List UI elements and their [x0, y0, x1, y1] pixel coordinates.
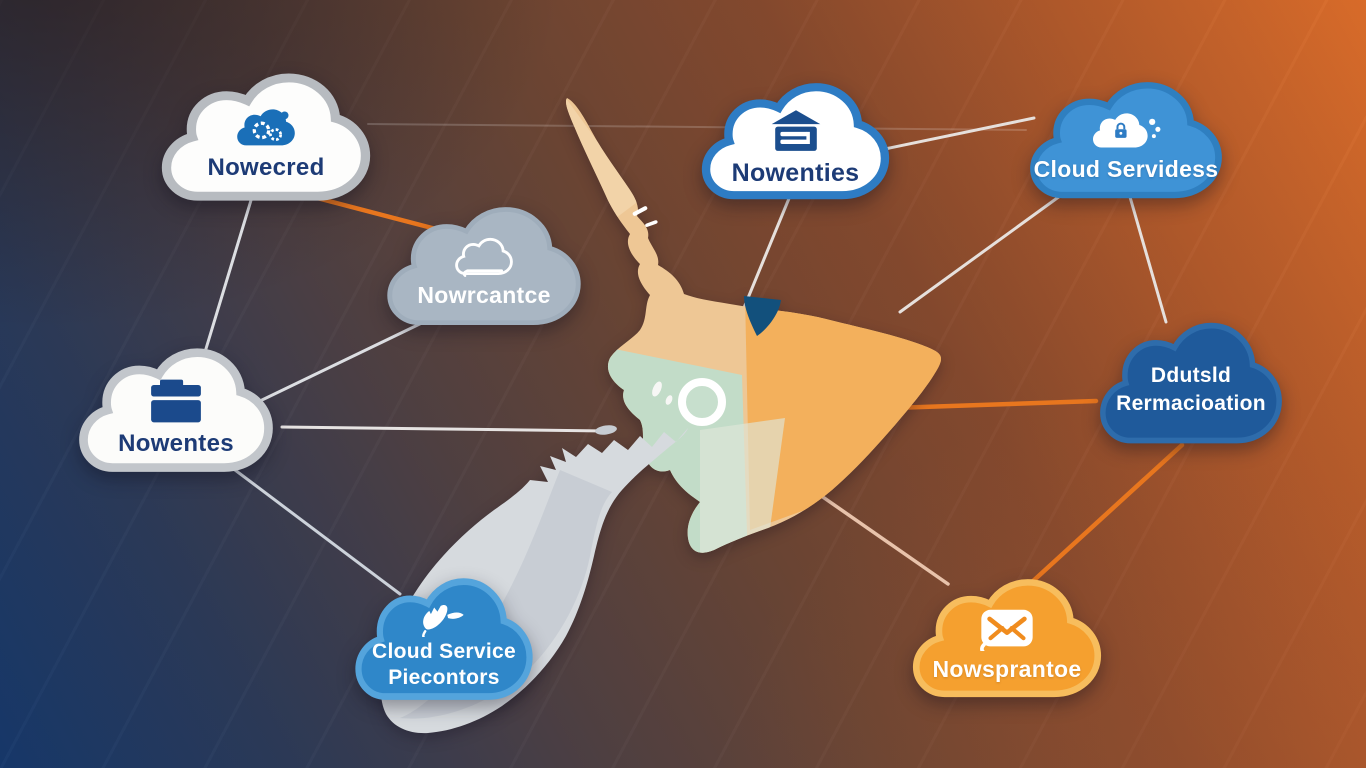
- cook-strait-endpoint: [595, 425, 617, 435]
- small-island: [665, 395, 673, 405]
- node-nowecred[interactable]: Nowecred: [152, 70, 380, 208]
- node-nowsprantoe[interactable]: Nowsprantoe: [903, 575, 1111, 705]
- node-nowrcantce[interactable]: Nowrcantce: [376, 202, 592, 334]
- node-label-line2: Piecontors: [388, 665, 500, 689]
- connection-nowecred-nowentes: [203, 195, 254, 354]
- node-nowenties[interactable]: Nowenties: [693, 80, 898, 206]
- node-nowentes[interactable]: Nowentes: [70, 345, 282, 479]
- lake: [744, 296, 781, 336]
- archive-box-icon: [151, 379, 201, 422]
- map-detail: [632, 206, 648, 216]
- connection-nowentes-cookstrait: [280, 425, 608, 433]
- node-ddutsld-rermacioation[interactable]: Ddutsld Rermacioation: [1090, 318, 1292, 452]
- connection-nowenties-servidess: [878, 116, 1036, 152]
- node-label: Nowenties: [731, 159, 860, 187]
- cloud-lock-icon: [1092, 113, 1161, 148]
- node-label: Cloud Servidess: [1033, 156, 1219, 183]
- connection-ddutsld-nowsprantoe: [1029, 442, 1185, 585]
- node-label-line1: Cloud Service: [372, 640, 516, 664]
- node-label: Nowecred: [207, 153, 325, 181]
- node-cloud-servidess[interactable]: Cloud Servidess: [1020, 78, 1232, 206]
- south-island-shading: [400, 470, 612, 719]
- node-label: Nowentes: [118, 429, 234, 457]
- map-detail: [645, 220, 658, 227]
- node-cloud-service-piecontors[interactable]: Cloud Service Piecontors: [346, 574, 542, 708]
- location-ring-marker: [678, 378, 726, 426]
- node-label-line2: Rermacioation: [1116, 392, 1266, 415]
- envelope-icon: [980, 609, 1033, 652]
- garage-home-icon: [771, 110, 820, 151]
- node-label-line1: Ddutsld: [1150, 363, 1232, 387]
- cloud-sync-gear-icon: [237, 108, 295, 145]
- connection-nowentes-piecontors: [233, 468, 402, 596]
- small-island: [652, 381, 662, 397]
- node-label: Nowrcantce: [417, 282, 551, 309]
- node-label: Nowsprantoe: [932, 656, 1082, 683]
- connection-nowrcantce-nowentes: [260, 318, 430, 402]
- connection-servidess-eastcape: [898, 194, 1062, 314]
- connection-servidess-ddutsld: [1128, 195, 1168, 324]
- cloud-outline-icon: [455, 237, 513, 278]
- rocket-doodle-icon: [422, 605, 464, 638]
- connection-nowecred-servidess-faint: [367, 123, 1027, 131]
